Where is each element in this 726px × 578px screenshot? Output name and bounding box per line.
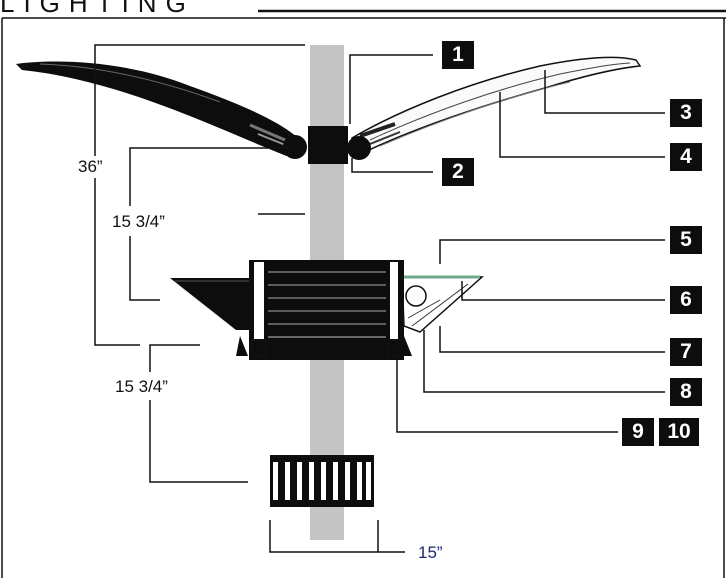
dim-36-bracket bbox=[94, 44, 305, 346]
right-hinge bbox=[347, 136, 371, 160]
dim-label-base: 15” bbox=[418, 543, 443, 562]
dim-label-36: 36” bbox=[78, 157, 103, 176]
collar bbox=[308, 126, 348, 164]
callout-8: 8 bbox=[670, 378, 702, 406]
callout-9: 9 bbox=[622, 418, 654, 446]
dim-upper-bracket bbox=[129, 147, 292, 301]
header-title-partial: LIGHTING bbox=[0, 0, 195, 18]
central-housing bbox=[236, 260, 412, 360]
left-shade bbox=[170, 278, 255, 330]
callout-1: 1 bbox=[442, 41, 474, 69]
leader-1 bbox=[349, 54, 433, 124]
right-arm bbox=[350, 56, 642, 153]
right-shade bbox=[401, 275, 484, 333]
left-arm bbox=[16, 61, 300, 159]
dim-base-bracket bbox=[269, 520, 379, 553]
dim-lower-bracket bbox=[149, 344, 248, 483]
left-hinge bbox=[283, 135, 307, 159]
leader-7 bbox=[439, 326, 665, 353]
callout-4: 4 bbox=[670, 143, 702, 171]
leader-5 bbox=[439, 239, 665, 264]
dim-label-lower: 15 3/4” bbox=[115, 377, 168, 396]
leader-9 bbox=[396, 356, 618, 433]
callout-10: 10 bbox=[659, 418, 699, 446]
callout-3: 3 bbox=[670, 99, 702, 127]
callout-5: 5 bbox=[670, 226, 702, 254]
leader-2 bbox=[351, 158, 433, 173]
leader-6 bbox=[461, 281, 665, 301]
callout-6: 6 bbox=[670, 286, 702, 314]
dim-label-upper: 15 3/4” bbox=[112, 212, 165, 231]
leader-4 bbox=[499, 92, 665, 158]
callout-7: 7 bbox=[670, 338, 702, 366]
leader-8 bbox=[423, 330, 665, 393]
leader-3 bbox=[544, 70, 665, 114]
base-fins bbox=[270, 455, 374, 507]
callout-2: 2 bbox=[442, 158, 474, 186]
